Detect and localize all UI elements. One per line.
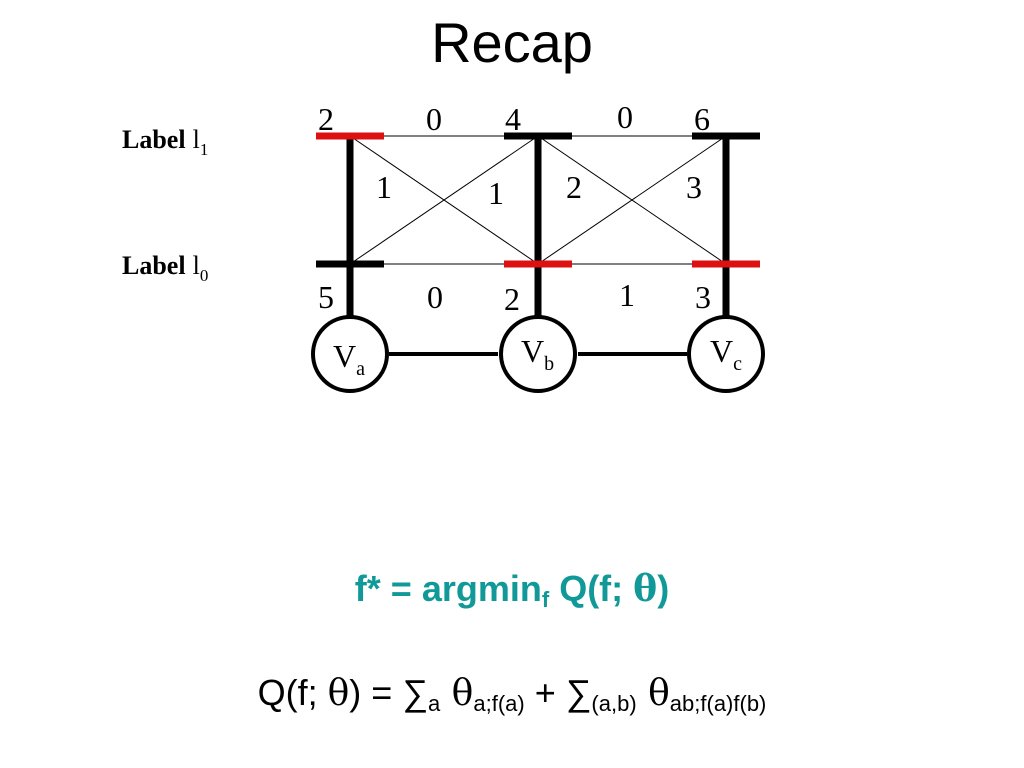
unary-a-l1: 2: [318, 101, 334, 137]
pairwise-bc-diag-up: 3: [686, 169, 702, 205]
pairwise-ab-diag-down: 1: [376, 169, 392, 205]
unary-c-l1: 6: [694, 101, 710, 137]
node-labels: Va Vb Vc: [333, 333, 742, 380]
pairwise-potentials: 0 0 1 1 2 3 0 1: [376, 99, 702, 315]
energy-definition: Q(f; θ) = ∑a θa;f(a) + ∑(a,b) θab;f(a)f(…: [257, 672, 767, 716]
edge-bc-l0l1: [537, 135, 727, 265]
node-a: [311, 315, 389, 393]
slide-title: Recap: [431, 11, 593, 74]
unary-a-l0: 5: [318, 279, 334, 315]
node-a-label: Va: [333, 338, 365, 380]
label-ticks: [316, 132, 760, 268]
node-b-label: Vb: [521, 333, 554, 375]
pairwise-ab-bottom: 0: [427, 279, 443, 315]
variable-columns: [346, 136, 730, 318]
node-b: [499, 315, 577, 393]
node-c: [687, 315, 765, 393]
nodes: [311, 315, 765, 393]
unary-b-l0: 2: [504, 281, 520, 317]
edge-ab-l0l1: [349, 135, 539, 265]
pairwise-bc-diag-down: 2: [566, 169, 582, 205]
unary-b-l1: 4: [505, 101, 521, 137]
pairwise-bc-bottom: 1: [619, 277, 635, 313]
node-c-label: Vc: [710, 333, 742, 375]
objective-formula: f* = argminf Q(f; θ): [354, 568, 670, 612]
unary-potentials: 2 4 6 5 2 3: [318, 101, 711, 317]
pairwise-ab-diag-up: 1: [488, 175, 504, 211]
unary-c-l0: 3: [695, 279, 711, 315]
pairwise-bc-top: 0: [617, 99, 633, 135]
pairwise-ab-top: 0: [426, 101, 442, 137]
